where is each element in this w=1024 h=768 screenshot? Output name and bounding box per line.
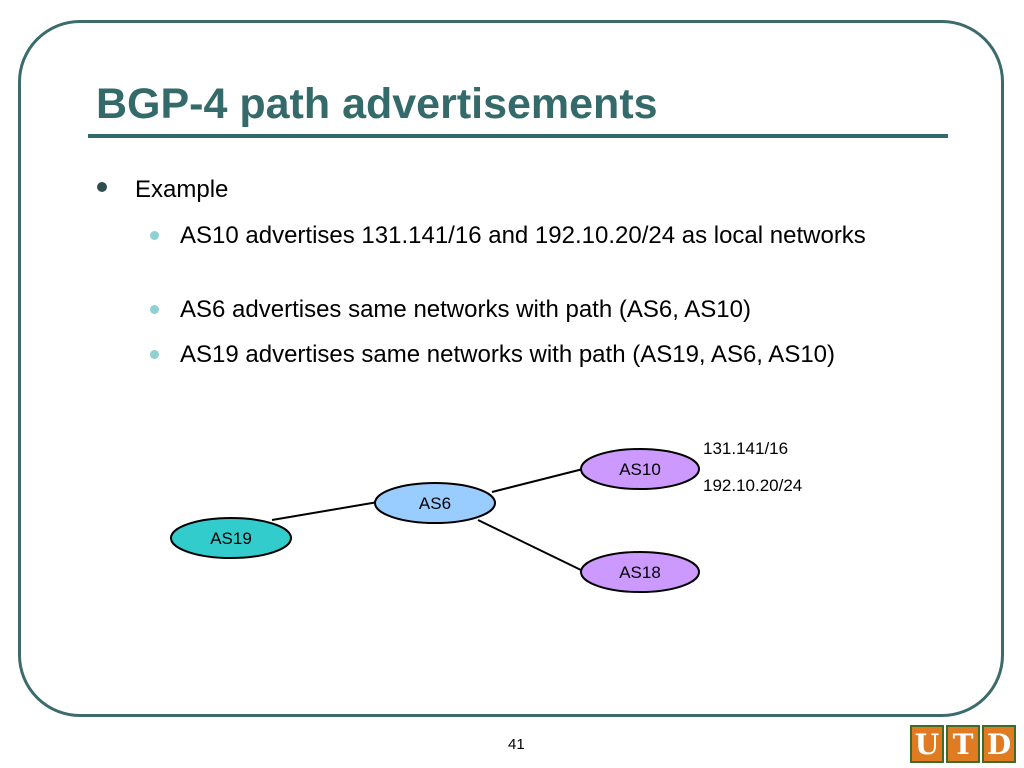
network-label: 192.10.20/24: [703, 476, 802, 495]
slide-frame: [18, 20, 1004, 717]
network-label: 131.141/16: [703, 439, 788, 458]
node-as6: AS6: [374, 482, 496, 524]
node-as18: AS18: [580, 551, 700, 593]
node-as10: AS10: [580, 448, 700, 490]
logo-letter: T: [946, 725, 980, 763]
bullet-level2-text: AS6 advertises same networks with path (…: [180, 296, 751, 323]
sub-bullet-dot: [150, 305, 159, 314]
edge-as19-as6: [271, 501, 379, 521]
node-label: AS10: [619, 460, 661, 479]
node-label: AS18: [619, 563, 661, 582]
title-underline: [88, 134, 948, 138]
bullet-dot: [97, 182, 107, 192]
slide-title: BGP-4 path advertisements: [96, 80, 658, 128]
node-as19: AS19: [170, 517, 292, 559]
utd-logo: U T D: [910, 725, 1018, 765]
bullet-level2-text: AS19 advertises same networks with path …: [180, 341, 836, 368]
sub-bullet-dot: [150, 350, 159, 359]
edge-as6-as10: [491, 468, 584, 493]
bullet-level2-text: AS10 advertises 131.141/16 and 192.10.20…: [180, 222, 866, 249]
node-label: AS6: [419, 494, 451, 513]
page-number: 41: [508, 736, 525, 753]
sub-bullet-dot: [150, 231, 159, 240]
node-label: AS19: [210, 529, 252, 548]
bullet-level1-text: Example: [135, 176, 229, 203]
edge-as6-as18: [477, 519, 584, 572]
logo-letter: D: [982, 725, 1016, 763]
logo-letter: U: [910, 725, 944, 763]
